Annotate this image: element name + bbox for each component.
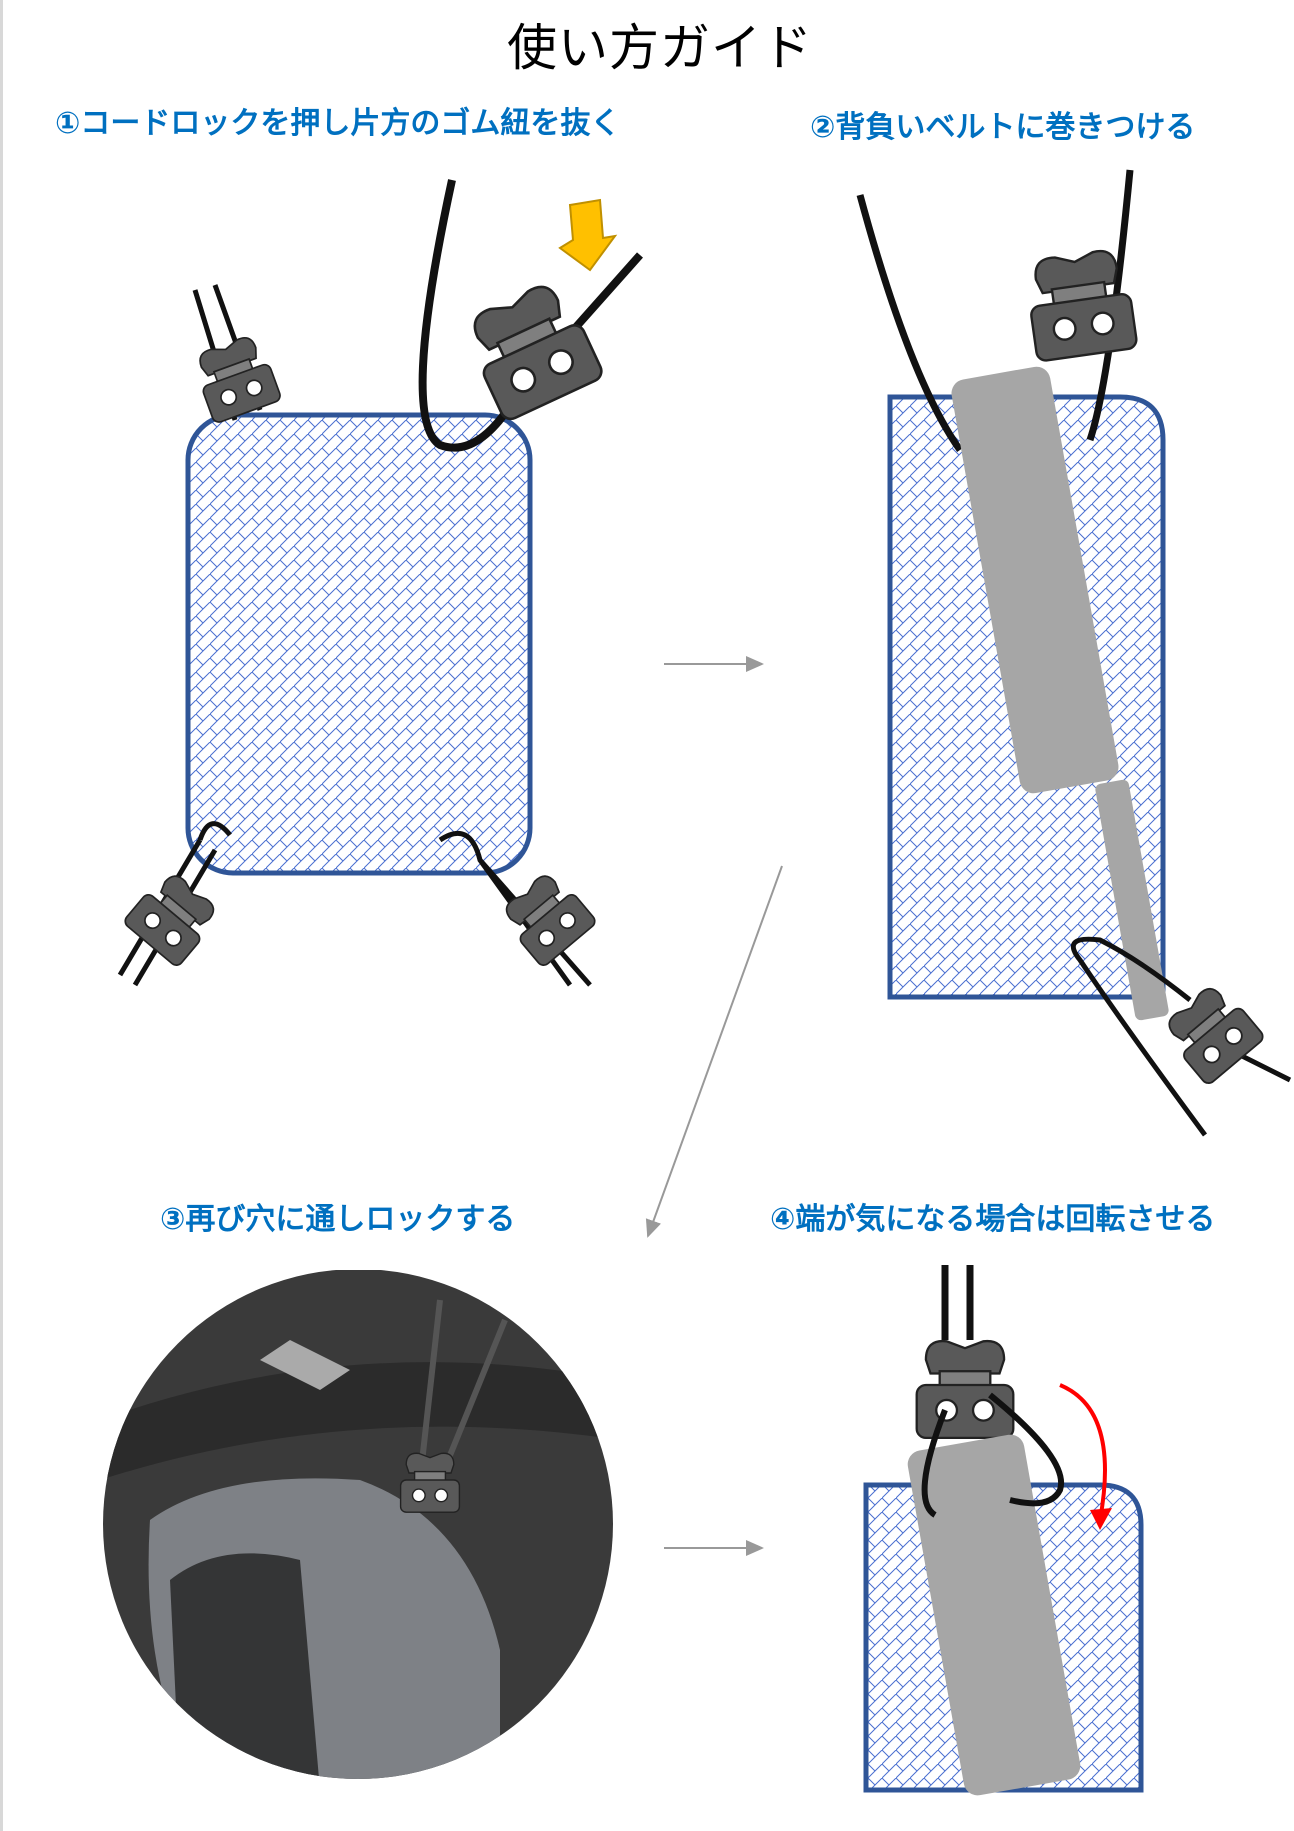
step-4-illustration	[863, 1265, 1144, 1796]
cord-lock-icon	[458, 275, 607, 424]
step-3-photo	[103, 1270, 613, 1779]
cord-lock-icon	[915, 1339, 1015, 1440]
rotate-arrow-icon	[1059, 1383, 1107, 1521]
step-3-label: ③再び穴に通しロックする	[160, 1202, 516, 1237]
cord	[418, 179, 643, 452]
step-1-label: ①コードロックを押し片方のゴム紐を抜く	[55, 106, 621, 141]
cord-lock-icon	[189, 331, 283, 425]
step-2-illustration	[856, 169, 1292, 1137]
step-2-label: ②背負いベルトに巻きつける	[810, 110, 1196, 145]
cord-lock-icon	[1158, 978, 1267, 1087]
cord-lock-icon	[495, 866, 599, 969]
page-edge	[0, 0, 3, 1831]
step-1-illustration	[117, 179, 643, 987]
backpack-belt	[907, 1434, 1081, 1796]
flow-arrow-2-3	[645, 865, 783, 1238]
belt-strap	[1095, 779, 1169, 1021]
mesh-panel	[185, 412, 533, 876]
step-4-label: ④端が気になる場合は回転させる	[770, 1202, 1216, 1237]
press-arrow-icon	[558, 198, 618, 272]
backpack-belt	[951, 366, 1119, 794]
cord-lock-icon	[121, 866, 225, 969]
page-title: 使い方ガイド	[507, 19, 813, 77]
